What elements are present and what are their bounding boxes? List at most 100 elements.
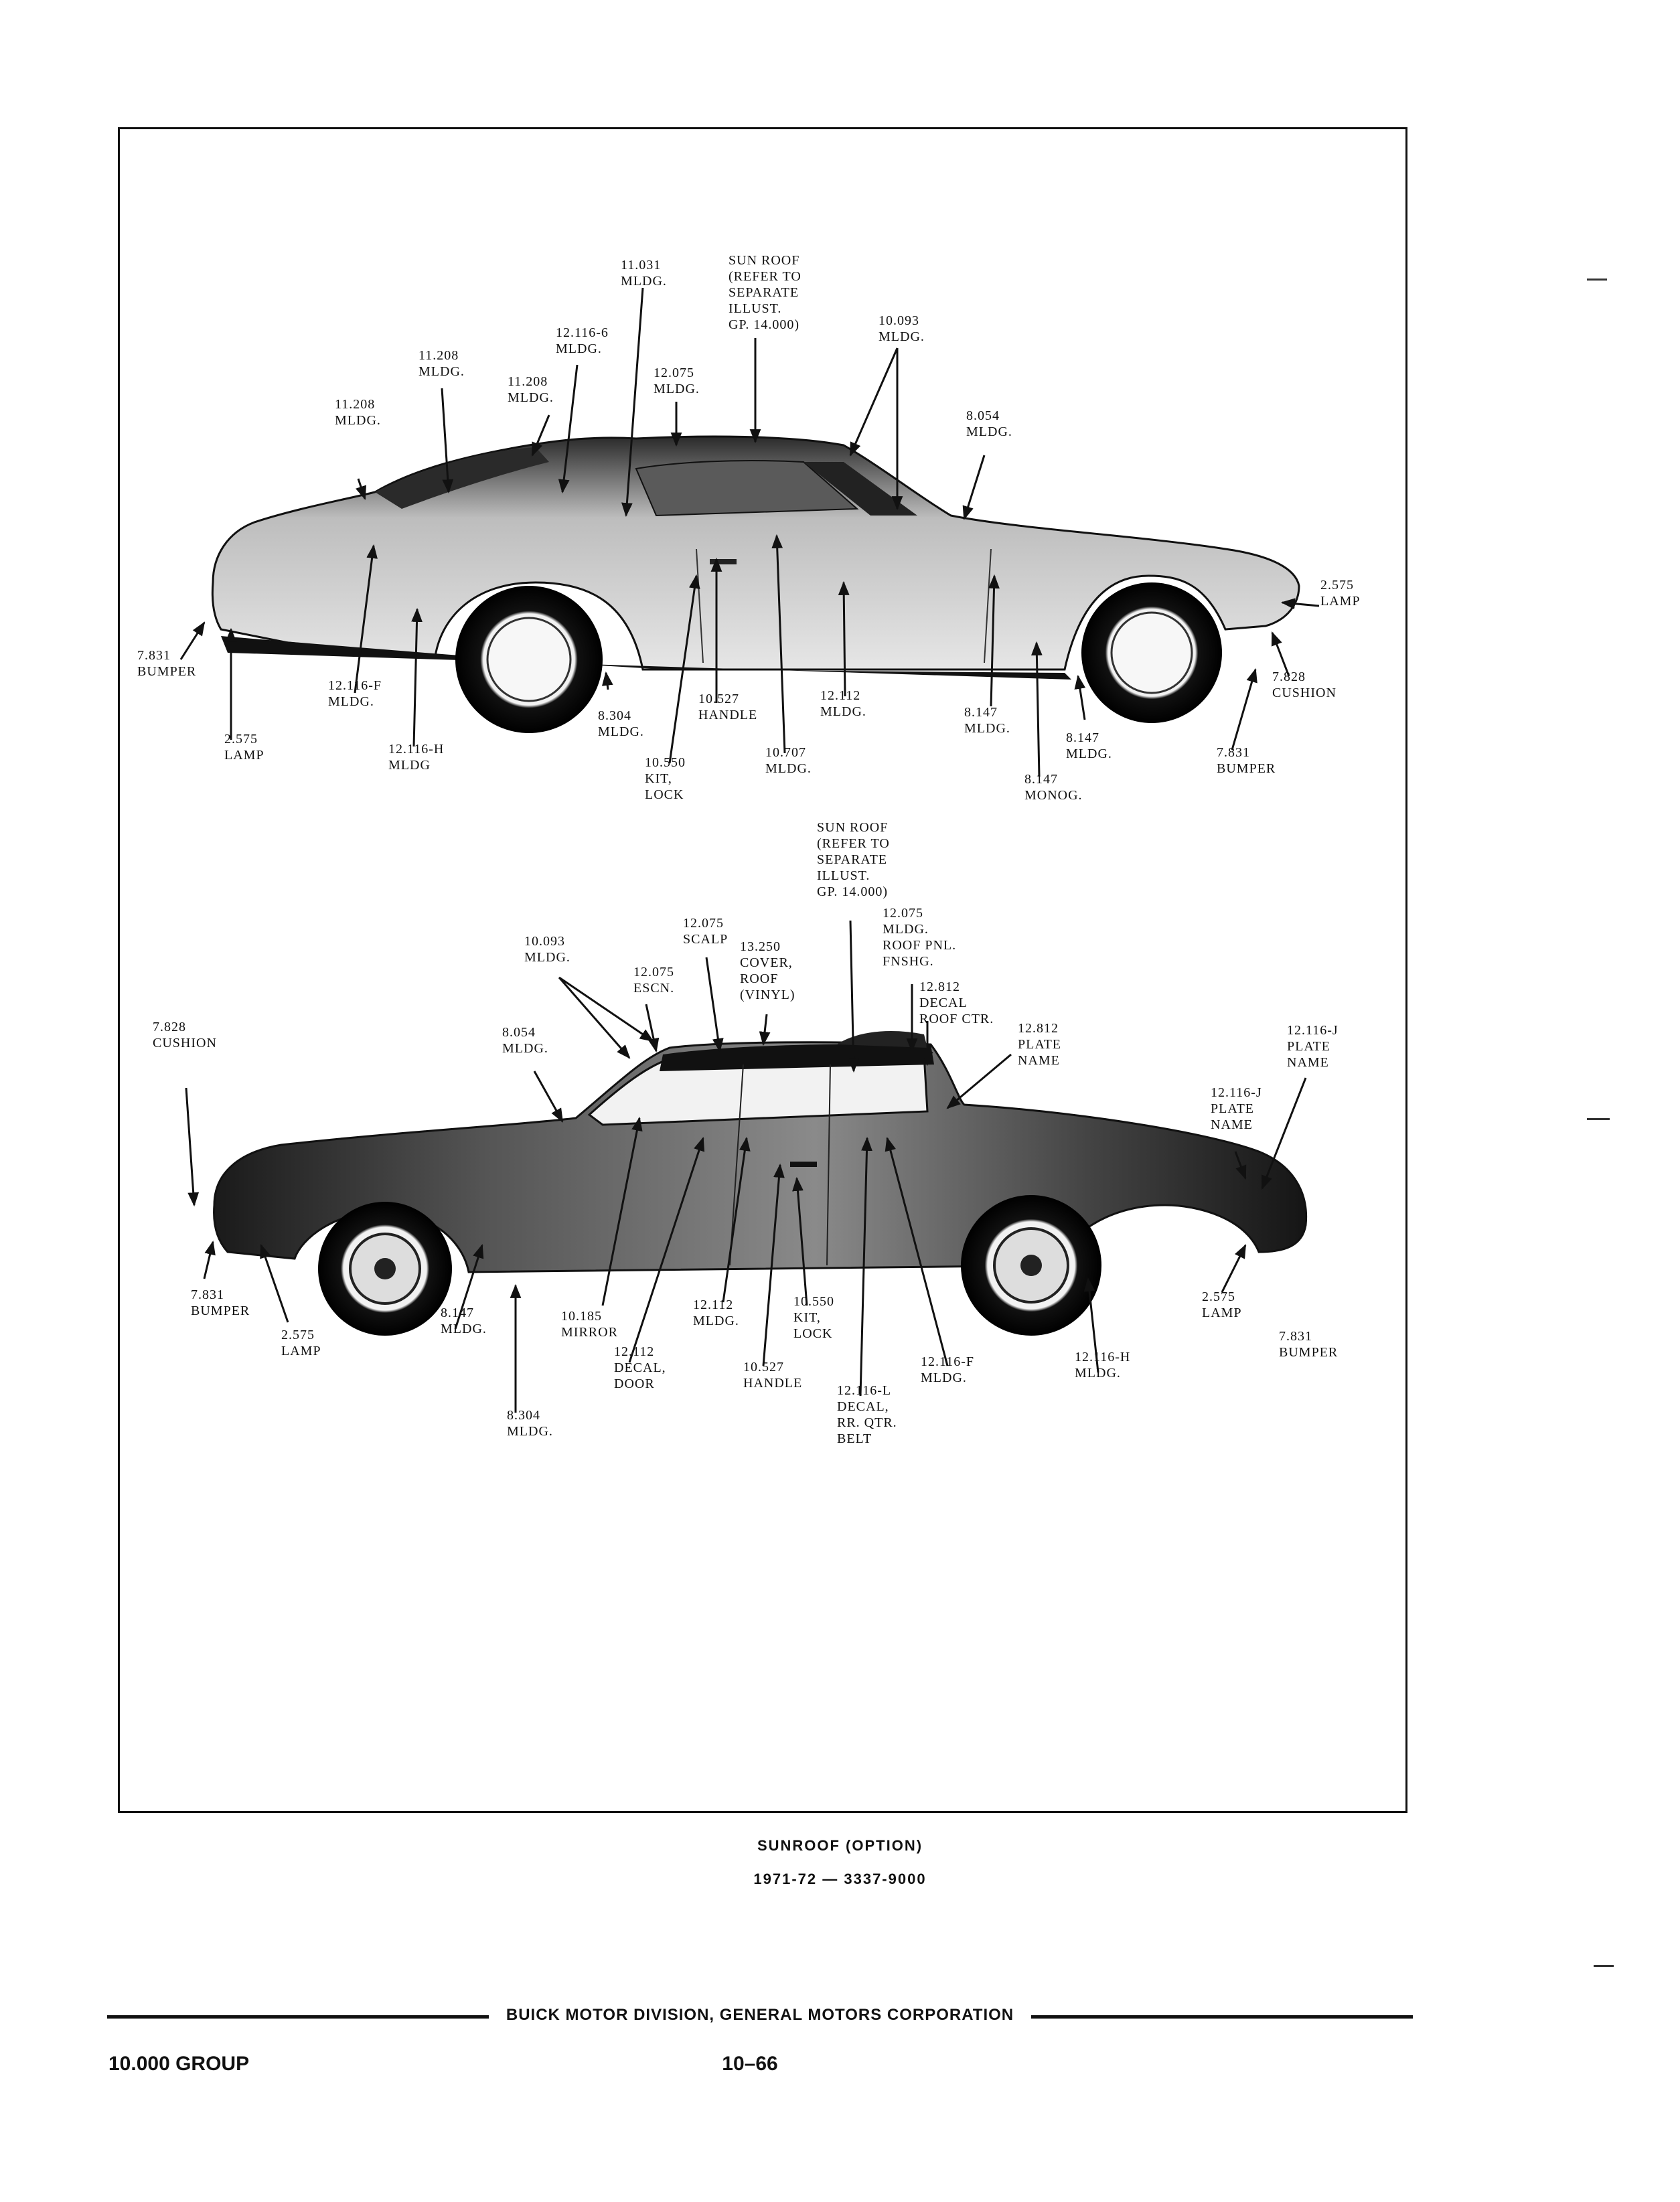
- callout-line: RR. QTR.: [837, 1415, 897, 1430]
- callout-line: ILLUST.: [729, 301, 781, 316]
- callout-line: CUSHION: [1272, 686, 1337, 700]
- callout-line: (REFER TO: [817, 836, 890, 851]
- callout-line: COVER,: [740, 955, 793, 970]
- margin-mark: [1587, 279, 1607, 281]
- callout-line: SUN ROOF: [817, 820, 888, 835]
- callout-line: MLDG.: [598, 724, 644, 739]
- callout-line: SUN ROOF: [729, 253, 799, 268]
- callout-line: MIRROR: [561, 1325, 618, 1340]
- callout-line: MLDG.: [502, 1041, 548, 1056]
- callout-line: LAMP: [1202, 1306, 1242, 1320]
- callout-line: 12.116-F: [328, 678, 382, 693]
- footer-rule-left: [107, 2015, 489, 2019]
- callout-line: ROOF PNL.: [883, 938, 956, 953]
- callout-line: 12.075: [683, 916, 724, 931]
- callout-line: 10.093: [524, 934, 565, 949]
- top-leader-lines: [179, 287, 1320, 777]
- callout-line: KIT,: [645, 771, 672, 786]
- callout-line: MLDG.: [621, 274, 667, 289]
- callout-line: 11.031: [621, 258, 661, 272]
- callout-line: 2.575: [281, 1328, 315, 1342]
- callout-line: 7.831: [191, 1287, 224, 1302]
- callout-line: 12.116-L: [837, 1383, 891, 1398]
- footer-group: 10.000 GROUP: [108, 2053, 250, 2075]
- callout-line: LAMP: [281, 1344, 321, 1358]
- callout-line: 12.116-6: [556, 325, 609, 340]
- callout-line: MLDG.: [1066, 746, 1112, 761]
- callout-line: 10.185: [561, 1309, 602, 1324]
- callout-line: LAMP: [1320, 594, 1361, 609]
- callout-line: 7.831: [1217, 745, 1250, 760]
- callout-line: 10.527: [743, 1360, 784, 1374]
- callout-line: MLDG.: [765, 761, 812, 776]
- callout-line: HANDLE: [743, 1376, 802, 1391]
- callout-line: MLDG.: [693, 1314, 739, 1328]
- callout-line: 8.147: [1024, 772, 1058, 787]
- callout-line: 12.112: [614, 1344, 654, 1359]
- callout-line: ROOF CTR.: [919, 1012, 994, 1026]
- callout-line: 8.304: [598, 708, 631, 723]
- callout-line: SEPARATE: [817, 852, 887, 867]
- callout-line: MLDG.: [418, 364, 465, 379]
- callout-line: NAME: [1211, 1117, 1253, 1132]
- callout-line: 2.575: [1320, 578, 1354, 593]
- margin-mark: [1587, 1118, 1610, 1120]
- callout-line: PLATE: [1018, 1037, 1061, 1052]
- callout-line: 7.828: [153, 1020, 186, 1034]
- callout-line: MLDG.: [966, 424, 1012, 439]
- callout-line: 8.054: [966, 408, 1000, 423]
- callout-line: DECAL,: [837, 1399, 889, 1414]
- callout-line: 10.550: [645, 755, 686, 770]
- page-number: 10–66: [722, 2053, 778, 2075]
- callout-line: 12.116-J: [1287, 1023, 1339, 1038]
- callout-line: HANDLE: [698, 708, 757, 722]
- callout-line: MLDG.: [524, 950, 570, 965]
- callout-line: DECAL,: [614, 1360, 666, 1375]
- callout-line: MLDG.: [507, 1424, 553, 1439]
- callout-line: MLDG.: [879, 329, 925, 344]
- callout-line: 12.116-F: [921, 1354, 974, 1369]
- callout-line: 10.093: [879, 313, 919, 328]
- callout-line: 2.575: [224, 732, 258, 746]
- callout-line: PLATE: [1287, 1039, 1330, 1054]
- callout-line: BUMPER: [1217, 761, 1276, 776]
- callout-line: MLDG.: [556, 341, 602, 356]
- callout-line: 12.075: [883, 906, 923, 921]
- callout-line: SCALP: [683, 932, 728, 947]
- callout-line: 12.075: [654, 366, 694, 380]
- bottom-leader-lines: [185, 920, 1307, 1413]
- footer-rule-right: [1031, 2015, 1413, 2019]
- callout-line: 12.812: [919, 979, 960, 994]
- figure-title: SUNROOF (OPTION): [757, 1837, 923, 1854]
- callout-line: MLDG.: [441, 1322, 487, 1336]
- callout-line: MLDG.: [921, 1370, 967, 1385]
- callout-line: GP. 14.000): [817, 884, 888, 899]
- callout-line: 12.112: [693, 1297, 733, 1312]
